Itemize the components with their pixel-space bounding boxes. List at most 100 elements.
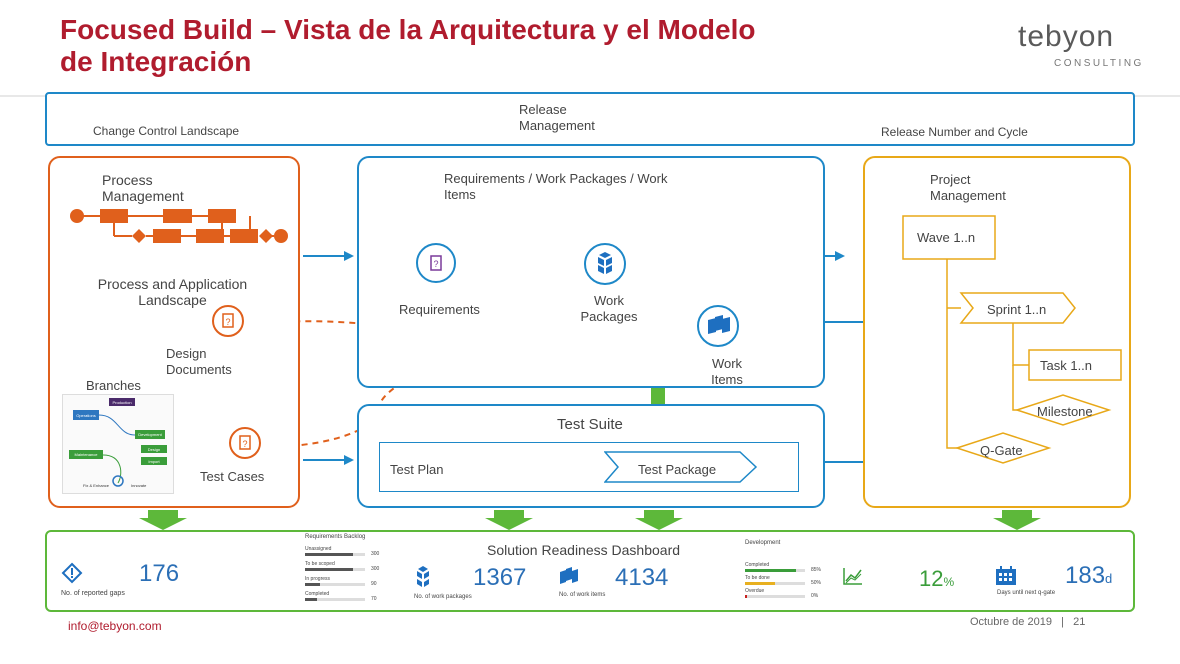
dash-work-packages-icon <box>413 564 433 593</box>
backlog-row-label: In progress <box>305 576 331 582</box>
backlog-row-value: 90 <box>371 581 377 587</box>
dev-row: Overdue 0% <box>745 588 825 601</box>
title-line-1: Focused Build – Vista de la Arquitectura… <box>60 14 756 45</box>
backlog-row: Completed 70 <box>305 591 385 606</box>
test-case-icon: ? <box>228 426 262 460</box>
work-packages-icon <box>583 242 627 286</box>
gaps-icon <box>61 562 83 589</box>
solution-readiness-dashboard: Solution Readiness Dashboard 176 No. of … <box>45 530 1135 612</box>
test-plan-label: Test Plan <box>390 462 444 477</box>
branches-label: Branches <box>86 378 141 393</box>
svg-text:Import: Import <box>148 459 160 464</box>
test-suite-title: Test Suite <box>557 416 623 433</box>
design-document-icon: ? <box>211 304 244 337</box>
green-down-arrow-project <box>993 510 1041 530</box>
test-plan-box: Test Plan Test Package <box>379 442 799 492</box>
test-cases-label: Test Cases <box>200 469 265 484</box>
work-packages-value: 1367 <box>473 564 527 591</box>
backlog-row-label: To be scoped <box>305 561 335 567</box>
green-down-arrow-testsuite-left <box>485 510 533 530</box>
svg-text:?: ? <box>242 439 247 449</box>
svg-text:Operations: Operations <box>76 413 96 418</box>
task-label: Task 1..n <box>1040 358 1093 373</box>
trend-chart-icon <box>842 566 864 591</box>
qgate-label: Q-Gate <box>980 443 1023 458</box>
work-items-value: 4134 <box>615 564 669 591</box>
work-items-icon <box>696 304 740 348</box>
svg-text:Development: Development <box>138 432 162 437</box>
dev-bar-track <box>745 582 805 585</box>
calendar-icon <box>995 566 1017 591</box>
days-unit: d <box>1105 571 1113 586</box>
dashboard-title: Solution Readiness Dashboard <box>487 542 681 558</box>
dev-row-value: 85% <box>811 567 822 573</box>
backlog-bar-track <box>305 598 365 601</box>
days-value: 183 <box>1065 562 1106 589</box>
wave-label: Wave 1..n <box>917 230 976 245</box>
backlog-row-value: 70 <box>371 596 377 602</box>
svg-text:Design: Design <box>148 447 160 452</box>
svg-text:Innovate: Innovate <box>131 483 147 488</box>
backlog-row-value: 300 <box>371 551 380 557</box>
test-package-shape <box>604 451 758 483</box>
dev-row-value: 0% <box>811 593 819 599</box>
dev-bar-track <box>745 595 805 598</box>
backlog-bar-track <box>305 568 365 571</box>
work-packages-count-label: No. of work packages <box>414 594 472 600</box>
percent-readout: 12% <box>919 566 954 592</box>
branches-diagram: Production Operations Development Mainte… <box>62 394 174 494</box>
dev-row-value: 50% <box>811 580 822 586</box>
percent-unit: % <box>943 575 955 589</box>
backlog-bar-track <box>305 553 365 556</box>
process-flow-diagram <box>70 209 288 243</box>
release-number-label: Release Number and Cycle <box>881 125 1028 139</box>
dev-row-label: Completed <box>745 562 770 568</box>
footer-email[interactable]: info@tebyon.com <box>68 619 162 633</box>
title-line-2: de Integración <box>60 46 252 77</box>
change-control-label: Change Control Landscape <box>93 124 240 138</box>
green-down-arrow-testsuite-right <box>635 510 683 530</box>
work-items-count-label: No. of work items <box>559 592 606 598</box>
svg-text:?: ? <box>225 317 230 327</box>
svg-text:Fix & Enhance: Fix & Enhance <box>83 483 110 488</box>
backlog-bar-fill <box>305 568 353 571</box>
gaps-value: 176 <box>139 560 180 587</box>
tebyon-logo: tebyon <box>1018 20 1115 53</box>
svg-text:Maintenance: Maintenance <box>75 452 99 457</box>
dev-bar-track <box>745 569 805 572</box>
dash-work-items-icon <box>559 566 581 591</box>
dev-bar-fill <box>745 569 796 572</box>
test-suite-panel: Test Suite Test Plan Test Package <box>357 404 825 508</box>
svg-text:Production: Production <box>112 400 131 405</box>
dev-row-label: Overdue <box>745 588 765 594</box>
dev-row: Completed 85% <box>745 562 825 575</box>
gaps-label: No. of reported gaps <box>61 590 125 597</box>
backlog-bar-track <box>305 583 365 586</box>
days-label: Days until next q-gate <box>997 590 1056 596</box>
backlog-title: Requirements Backlog <box>305 534 366 540</box>
test-package-label: Test Package <box>638 462 717 477</box>
logo-subtitle: CONSULTING <box>1054 58 1144 69</box>
green-down-arrow-process <box>139 510 187 530</box>
green-connector <box>651 388 665 404</box>
percent-value: 12 <box>919 566 944 591</box>
dev-bar-fill <box>745 595 747 598</box>
backlog-bar-fill <box>305 583 320 586</box>
backlog-row-label: Completed <box>305 591 330 597</box>
backlog-bar-fill <box>305 553 353 556</box>
milestone-label: Milestone <box>1037 404 1093 419</box>
development-title: Development <box>745 540 781 546</box>
footer-date-page: Octubre de 2019 | 21 <box>970 616 1086 628</box>
